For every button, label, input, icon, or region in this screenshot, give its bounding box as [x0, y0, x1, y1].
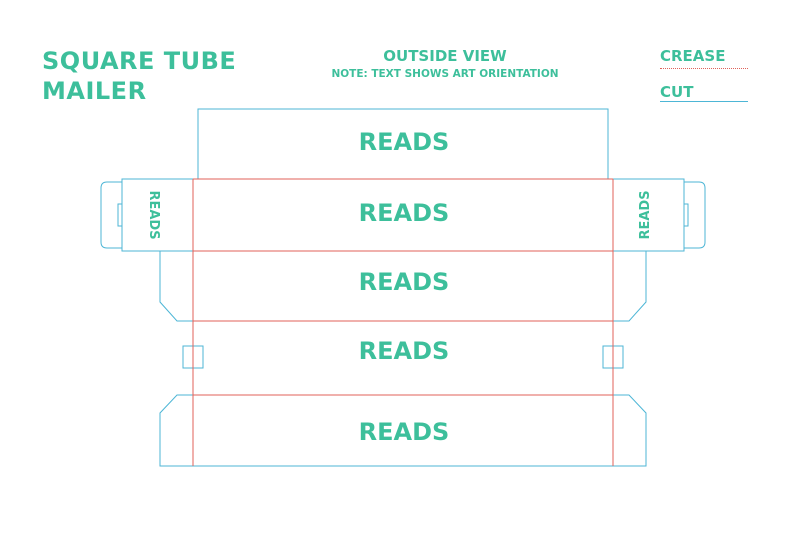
- top-flap-label: READS: [359, 128, 450, 156]
- right-end-cut: [613, 178, 685, 252]
- right-tuck-notch: [684, 203, 689, 227]
- legend-cut-label: CUT: [660, 83, 694, 101]
- orientation-note: NOTE: TEXT SHOWS ART ORIENTATION: [331, 68, 559, 80]
- legend-cut-line: [660, 101, 748, 102]
- dieline-title: SQUARE TUBE MAILER: [42, 46, 236, 106]
- right-side-flap-2-cut: [613, 250, 647, 322]
- legend-crease-label: CREASE: [660, 47, 726, 65]
- left-side-flap-4-cut: [159, 394, 193, 467]
- title-line-1: SQUARE TUBE: [42, 47, 237, 75]
- panel-3-label: READS: [359, 337, 450, 365]
- view-label: OUTSIDE VIEW: [383, 47, 507, 65]
- left-tuck-notch: [117, 203, 122, 227]
- right-end-label: READS: [638, 190, 653, 239]
- crease-lines: [192, 178, 614, 466]
- right-side-flap-4-cut: [613, 394, 647, 467]
- right-side-3-cut: [612, 321, 624, 395]
- legend-crease-line: [660, 68, 748, 69]
- title-line-2: MAILER: [42, 77, 147, 105]
- right-tuck-tab-cut: [684, 181, 706, 249]
- top-flap-cut: [197, 108, 609, 179]
- left-side-flap-2-cut: [159, 250, 193, 322]
- panel-2-label: READS: [359, 268, 450, 296]
- view-header: OUTSIDE VIEW NOTE: TEXT SHOWS ART ORIENT…: [300, 46, 590, 82]
- panel-4-label: READS: [359, 418, 450, 446]
- panel-1-label: READS: [359, 199, 450, 227]
- left-side-3-cut: [182, 321, 194, 395]
- left-end-label: READS: [146, 190, 161, 239]
- left-end-cut: [121, 178, 193, 252]
- left-tuck-tab-cut: [100, 181, 122, 249]
